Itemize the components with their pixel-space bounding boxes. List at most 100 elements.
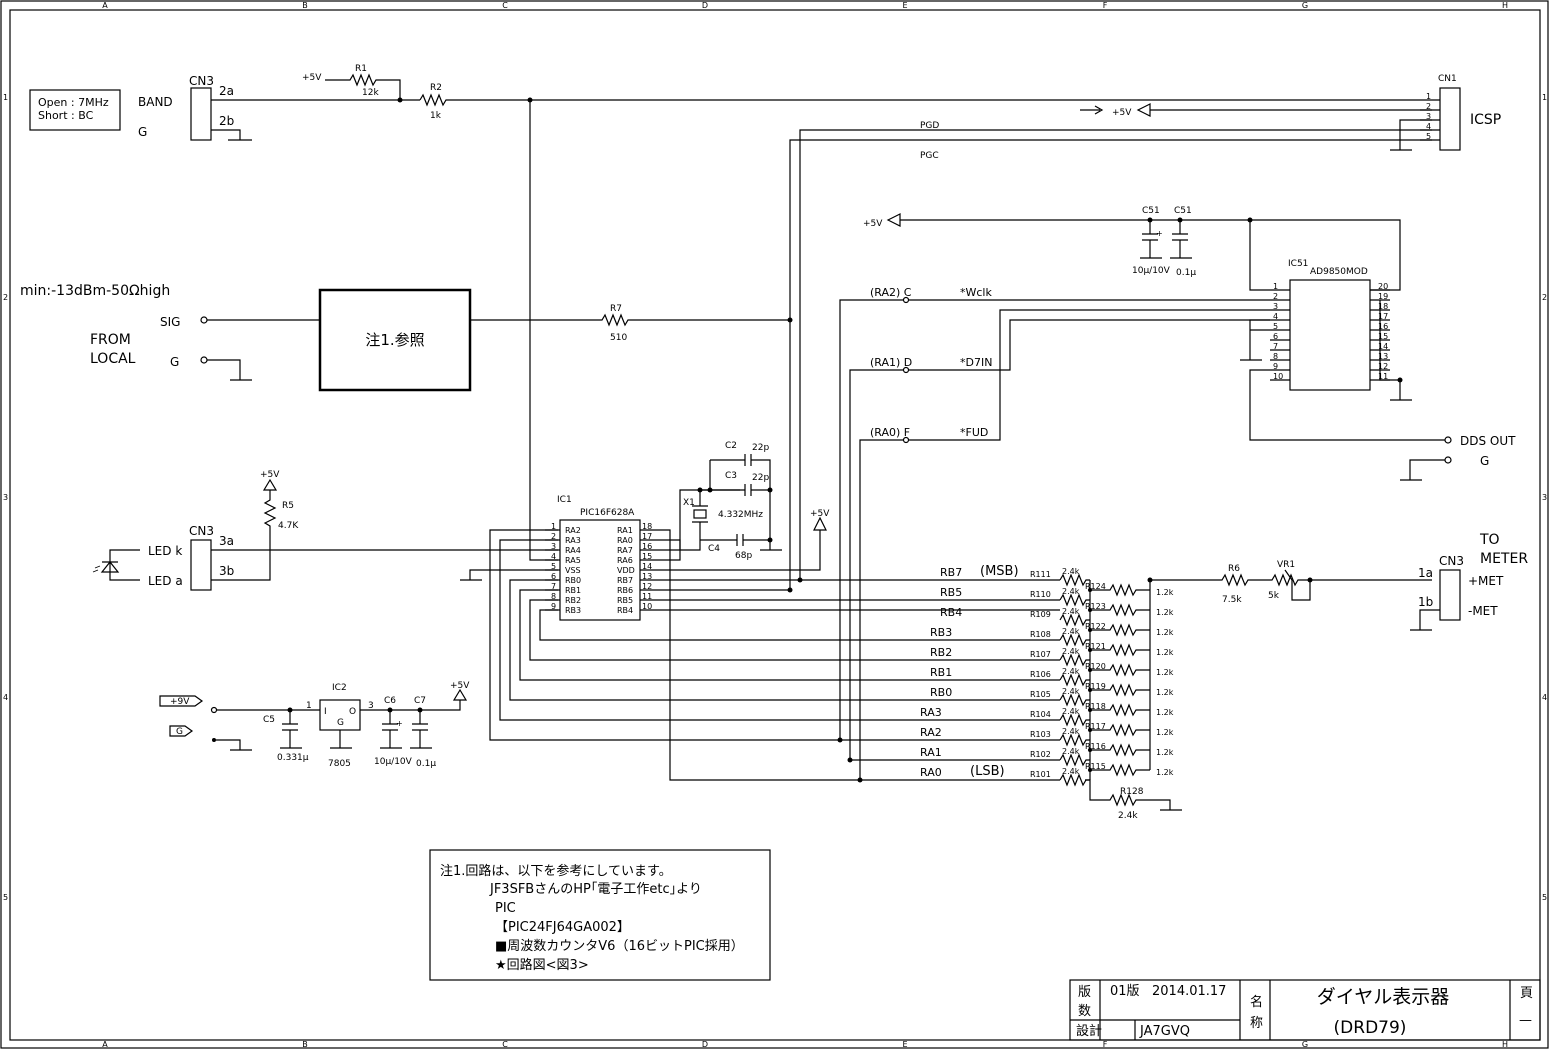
ladder-r-value: 2.4k <box>1062 627 1080 636</box>
meter-plus: +MET <box>1468 574 1504 588</box>
c6-value: 10μ/10V <box>374 757 413 767</box>
title-block: 版 数 01版 2014.01.17 設計 JA7GVQ 名 称 ダイヤル表示器… <box>1069 979 1541 1041</box>
ladder-msb: (MSB) <box>980 564 1019 579</box>
ladder-s-ref: R119 <box>1085 682 1106 691</box>
pic-right-pin-name: RB4 <box>617 606 633 615</box>
ic2-part: 7805 <box>328 759 351 769</box>
note-line-1: 注1.回路は、以下を参考にしています。 <box>440 863 672 879</box>
pic-right-pin-number: 15 <box>642 552 652 561</box>
c4-value: 68p <box>735 551 752 561</box>
ladder-signal: RA3 <box>920 706 942 719</box>
ladder-r-value: 2.4k <box>1062 647 1080 656</box>
ladder-r-ref: R102 <box>1030 750 1051 759</box>
dds-left-pin: 9 <box>1273 362 1278 371</box>
led-k: LED k <box>148 544 182 558</box>
pic-left-pin-number: 4 <box>551 552 556 561</box>
ladder-r-ref: R111 <box>1030 570 1051 579</box>
icsp-pin: 3 <box>1426 112 1431 121</box>
pic-left-pin-number: 5 <box>551 562 556 571</box>
note-box: 注1.回路は、以下を参考にしています。 JF3SFBさんのHP｢電子工作etc｣… <box>429 849 771 981</box>
frame-col-top: B <box>302 1 308 10</box>
frame-row-right: 1 <box>1542 93 1547 102</box>
svg-text:+: + <box>1156 229 1163 238</box>
local-section: min:-13dBm-50Ωhigh FROM LOCAL SIG G 注1.参… <box>20 283 793 392</box>
pic-right-pin-name: VDD <box>617 566 635 575</box>
frame-row-right: 3 <box>1542 493 1547 502</box>
led-a: LED a <box>148 574 183 588</box>
ladder-r-ref: R108 <box>1030 630 1051 639</box>
ladder-r-ref: R101 <box>1030 770 1051 779</box>
pic-right-pin-name: RB5 <box>617 596 633 605</box>
dds-vcc: +5V <box>863 219 883 229</box>
note-line-6: ★回路図<図3> <box>495 957 589 973</box>
name-label-2: 称 <box>1250 1016 1263 1031</box>
meter-minus: -MET <box>1468 604 1498 618</box>
icsp-title: ICSP <box>1470 112 1501 128</box>
dds-c-label: (RA2) C <box>870 286 912 299</box>
frame-col-bottom: G <box>1302 1040 1308 1049</box>
pic-left-pin-name: RA5 <box>565 556 581 565</box>
dds-f-sig: *FUD <box>960 426 988 439</box>
ladder-s-ref: R120 <box>1085 662 1106 671</box>
pic-left-pin-name: RB1 <box>565 586 581 595</box>
ladder-r-value: 2.4k <box>1062 587 1080 596</box>
designer: JA7GVQ <box>1139 1024 1190 1039</box>
ladder-s-ref: R118 <box>1085 702 1106 711</box>
vr1-value: 5k <box>1268 591 1280 601</box>
pic-right-pin-name: RA7 <box>617 546 633 555</box>
ladder-s-value: 1.2k <box>1156 668 1174 677</box>
ladder-s-ref: R116 <box>1085 742 1106 751</box>
x1-ref: X1 <box>683 498 695 508</box>
design-label: 設計 <box>1076 1023 1102 1039</box>
ic51-ref: IC51 <box>1288 259 1308 269</box>
local-level: min:-13dBm-50Ωhigh <box>20 283 170 299</box>
r7-ref: R7 <box>610 304 622 314</box>
pic-left-pin-name: VSS <box>565 566 581 575</box>
ladder-s-value: 1.2k <box>1156 728 1174 737</box>
ladder-s-ref: R121 <box>1085 642 1106 651</box>
cn1-ref: CN1 <box>1438 74 1457 84</box>
frame-col-bottom: D <box>702 1040 708 1049</box>
pic-left-pin-name: RA2 <box>565 526 581 535</box>
pic-left-pin-number: 3 <box>551 542 556 551</box>
pic-left-pin-number: 1 <box>551 522 556 531</box>
pic-right-pin-name: RB6 <box>617 586 633 595</box>
frame-row-left: 3 <box>3 493 8 502</box>
band-pin-2a: 2a <box>219 84 234 98</box>
band-section: Open : 7MHz Short : BC BAND G CN3 2a 2b … <box>29 64 1420 561</box>
ladder-signal: RB1 <box>930 666 952 679</box>
ladder-r-ref: R103 <box>1030 730 1051 739</box>
dds-section: +5V + C51 10μ/10V C51 0.1μ IC51 AD9850MO… <box>839 206 1516 780</box>
c2-ref: C2 <box>725 441 737 451</box>
local-from: FROM <box>90 332 131 348</box>
ladder-r-value: 2.4k <box>1062 707 1080 716</box>
dds-right-pin: 20 <box>1378 282 1388 291</box>
note-line-5: ■周波数カウンタV6（16ビットPIC採用） <box>495 939 744 954</box>
dds-d-label: (RA1) D <box>870 356 912 369</box>
meter-pin-1a: 1a <box>1418 566 1433 580</box>
c6-ref: C6 <box>384 696 396 706</box>
led-pin-3a: 3a <box>219 534 234 548</box>
r128-ref: R128 <box>1120 787 1144 797</box>
ladder-s-value: 1.2k <box>1156 608 1174 617</box>
dds-right-pin: 17 <box>1378 312 1388 321</box>
ic2-pin-in: I <box>324 707 327 717</box>
dds-out-g: G <box>1480 454 1489 468</box>
c3-ref: C3 <box>725 471 737 481</box>
r1-value: 12k <box>362 88 379 98</box>
pic-left-pin-number: 7 <box>551 582 556 591</box>
r1-ref: R1 <box>355 64 367 74</box>
band-g-label: G <box>138 125 147 139</box>
cn3-meter-ref: CN3 <box>1439 554 1464 568</box>
x1-value: 4.332MHz <box>718 510 763 520</box>
dds-left-pin: 1 <box>1273 282 1278 291</box>
page-number: — <box>1519 1013 1532 1028</box>
ladder-signal: RB0 <box>930 686 952 699</box>
